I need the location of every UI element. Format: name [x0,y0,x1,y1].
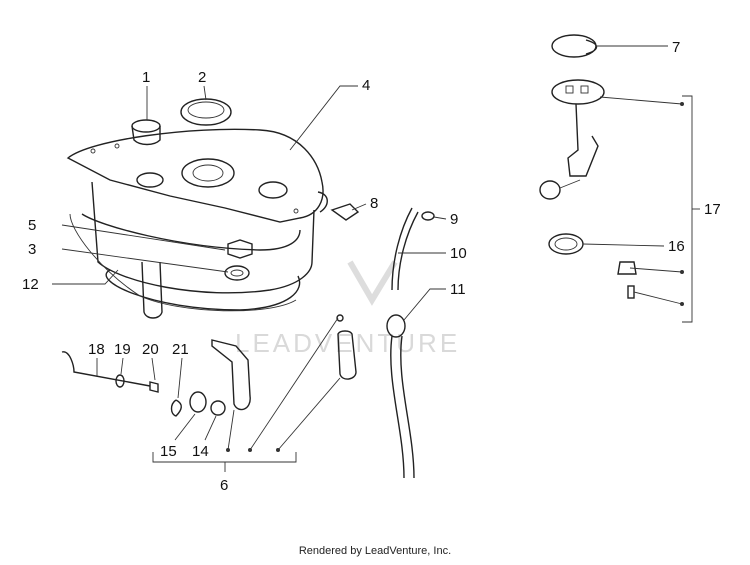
part-11-hose [386,314,415,479]
callout-10: 10 [450,245,467,262]
callout-8: 8 [370,195,378,212]
callout-16: 16 [668,238,685,255]
callout-7: 7 [672,39,680,56]
watermark: LEADVENTURE [235,260,460,358]
footer-credit: Rendered by LeadVenture, Inc. [298,545,452,557]
part-9-clamp [421,211,435,221]
part-2-cover [180,98,232,126]
part-8-bracket [330,203,360,221]
part-12-gasket [69,213,297,312]
fuel-sender-group [539,34,637,299]
callout-5: 5 [28,217,36,234]
part-10-hose [391,207,419,291]
callout-9: 9 [450,211,458,228]
callout-4: 4 [362,77,370,94]
callout-labels: 1 2 3 4 5 6 7 8 9 10 11 12 14 15 16 17 1… [22,39,721,494]
callout-15: 15 [160,443,177,460]
callout-11: 11 [450,281,466,298]
leader-lines [52,45,700,472]
callout-3: 3 [28,241,36,258]
part-5-nut [227,239,253,259]
callout-21: 21 [172,341,189,358]
callout-20: 20 [142,341,159,358]
callout-19: 19 [114,341,131,358]
callout-18: 18 [88,341,105,358]
callout-1: 1 [142,69,150,86]
callout-14: 14 [192,443,209,460]
part-1-filler-cap [131,119,161,146]
callout-12: 12 [22,276,39,293]
callout-6: 6 [220,477,228,494]
callout-17: 17 [704,201,721,218]
fuel-tap-group [61,314,357,417]
watermark-text: LEADVENTURE [235,328,460,358]
fuel-tank [66,128,328,319]
callout-2: 2 [198,69,206,86]
part-3-washer [224,265,250,281]
